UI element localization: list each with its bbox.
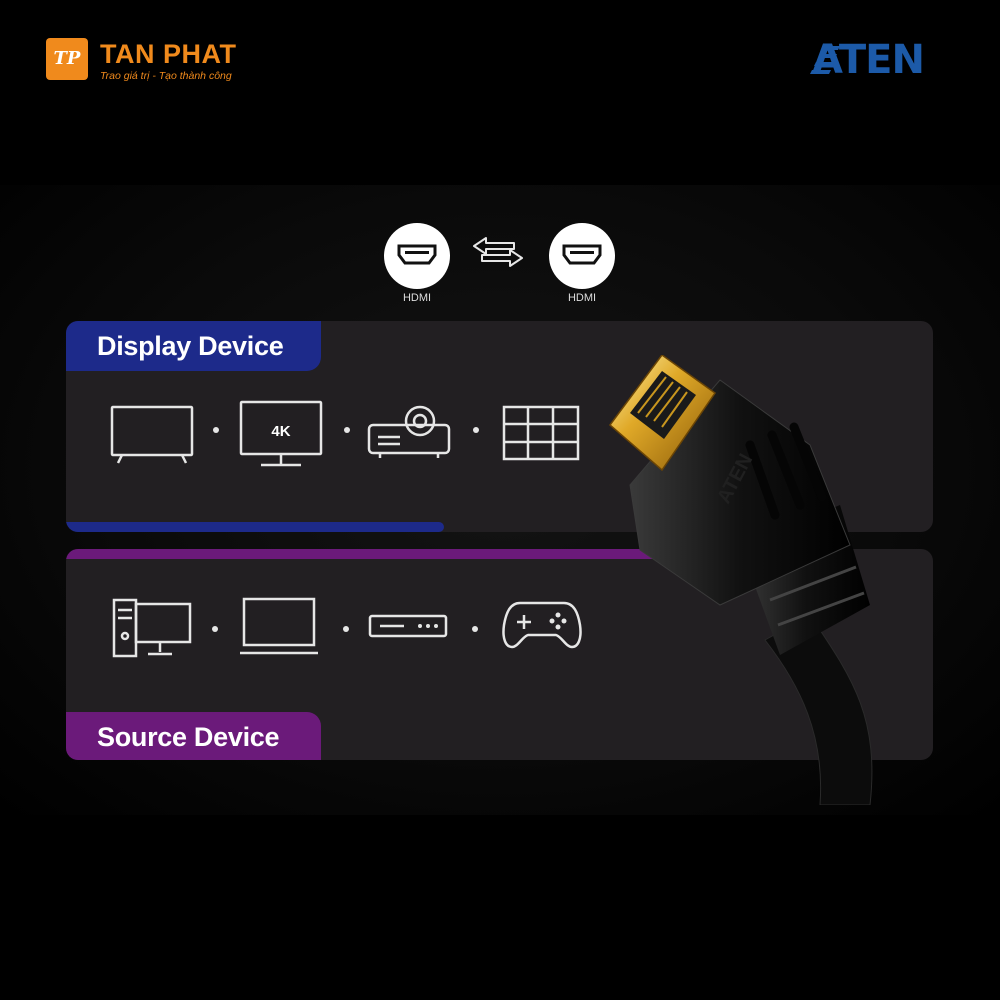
hdmi-port-label: HDMI	[402, 292, 432, 304]
bidirectional-arrows-icon	[473, 237, 523, 267]
separator-dot	[213, 427, 219, 433]
tv-icon	[110, 405, 194, 464]
4k-monitor-icon: 4K	[239, 400, 323, 467]
4k-label: 4K	[271, 423, 290, 440]
desktop-pc-icon	[112, 598, 192, 658]
separator-dot	[473, 427, 479, 433]
separator-dot	[472, 626, 478, 632]
laptop-icon	[240, 597, 318, 655]
aten-logo-stripes-icon	[810, 46, 840, 74]
source-panel-stripe	[66, 549, 664, 559]
source-device-title: Source Device	[66, 712, 321, 760]
separator-dot	[212, 626, 218, 632]
media-player-icon	[368, 614, 448, 638]
tanphat-logo-mark: TP	[46, 38, 88, 80]
aten-logo-text: ATEN	[812, 37, 925, 83]
hdmi-port-icon	[549, 223, 615, 289]
separator-dot	[343, 626, 349, 632]
hdmi-port-label: HDMI	[567, 292, 597, 304]
display-device-title: Display Device	[66, 321, 321, 371]
projector-icon	[367, 405, 451, 458]
tanphat-logo: TP TAN PHAT Trao giá trị - Tạo thành côn…	[46, 38, 306, 86]
display-panel-stripe	[66, 522, 444, 532]
aten-logo: ATEN	[806, 38, 938, 82]
gamepad-icon	[502, 601, 582, 649]
hdmi-cable-connector-icon: ATEN	[608, 355, 873, 805]
video-wall-icon	[502, 405, 580, 461]
tanphat-logo-name: TAN PHAT	[100, 39, 237, 69]
separator-dot	[344, 427, 350, 433]
hdmi-port-icon	[384, 223, 450, 289]
tanphat-logo-tagline: Trao giá trị - Tạo thành công	[100, 70, 232, 82]
